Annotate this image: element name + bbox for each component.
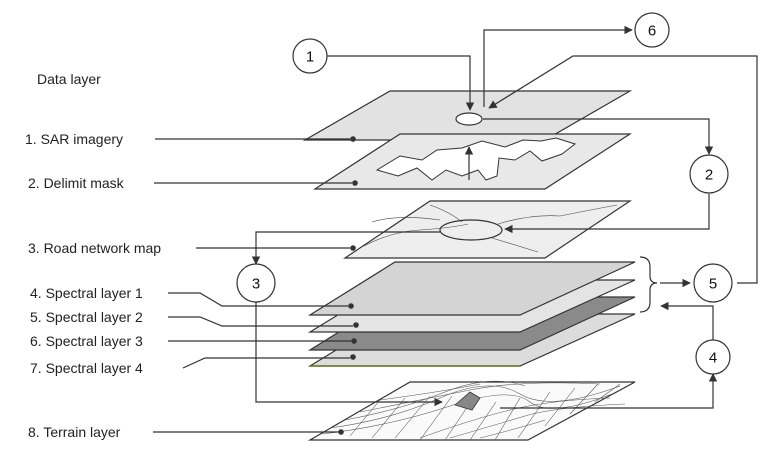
step-3-node: 3	[236, 263, 276, 303]
spectral-group-brace	[639, 256, 658, 313]
plane-terrain	[307, 380, 636, 441]
sar-target-ellipse	[455, 112, 483, 126]
layer-label-spectral-4: 7. Spectral layer 4	[30, 360, 143, 376]
layer-label-terrain: 8. Terrain layer	[28, 424, 121, 440]
step-1-node: 1	[292, 38, 328, 74]
step-6-label: 6	[648, 23, 656, 40]
layer-label-spectral-2: 5. Spectral layer 2	[30, 309, 143, 325]
step-6-node: 6	[634, 12, 670, 48]
step-3-label: 3	[252, 276, 260, 293]
plane-spectral-1	[307, 261, 636, 316]
flow-arrows	[251, 25, 758, 409]
diagram-title: Data layer	[37, 71, 101, 87]
plane-road-network	[343, 200, 632, 259]
step-2-label: 2	[705, 167, 713, 184]
step-5-node: 5	[693, 263, 733, 303]
step-4-node: 4	[695, 339, 731, 375]
layer-label-spectral-1: 4. Spectral layer 1	[30, 285, 143, 301]
step-2-node: 2	[689, 154, 729, 194]
step-1-label: 1	[306, 49, 314, 66]
layer-label-delimit-mask: 2. Delimit mask	[28, 175, 125, 191]
label-leaders	[153, 136, 359, 435]
step-4-label: 4	[709, 350, 717, 367]
layer-label-spectral-3: 6. Spectral layer 3	[30, 333, 143, 349]
road-lines	[363, 204, 618, 253]
layer-label-sar-imagery: 1. SAR imagery	[25, 131, 123, 147]
step-5-label: 5	[709, 276, 717, 293]
layer-label-road-network: 3. Road network map	[28, 240, 161, 256]
road-target-ellipse	[439, 219, 503, 241]
mask-region	[375, 137, 577, 181]
